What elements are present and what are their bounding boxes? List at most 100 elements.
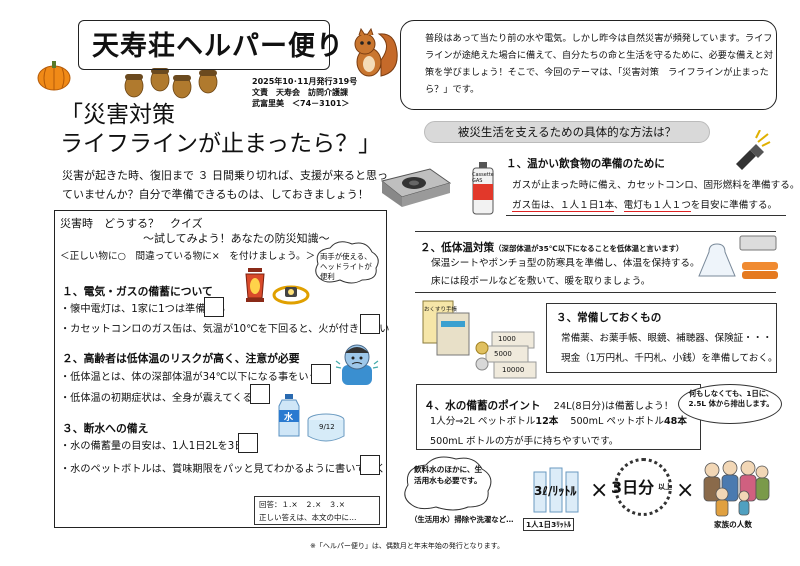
lantern-icon [245, 268, 265, 302]
blanket-icons [739, 235, 778, 279]
answer-checkbox[interactable] [238, 433, 258, 453]
section-3-title: ３、常備しておくもの [556, 312, 662, 324]
gas-can-note: ガス缶は、１人１日1本 [512, 200, 615, 212]
gas-stove-icon [380, 168, 452, 207]
cloud-bubble-text: 飲料水のほかに、生活用水も必要です。 [414, 465, 483, 485]
gas-can-label: Cassette GAS [472, 172, 494, 184]
section-3-text-1: 常備薬、お薬手帳、眼鏡、補聴器、保険証・・・ [561, 333, 773, 344]
squirrel-icon [354, 28, 398, 77]
liter-label: 3ℓ/ﾘｯﾄﾙ [534, 484, 577, 498]
bill-5000: 5000 [494, 350, 512, 358]
issue-line: 2025年10･11月発行319号 [252, 77, 358, 86]
answer-checkbox[interactable] [360, 314, 380, 334]
quiz-item-2-1: ・低体温とは、体の深部体温が34℃以下になる事をいう。 [60, 372, 329, 383]
lead-text: 災害が起きた時、復旧まで ３ 日間乗り切れば、支援が来ると思っていませんか？自分… [62, 169, 388, 201]
title-frame [78, 20, 330, 70]
footnote: ※「ヘルパー便り」は、偶数月と年末年始の発行となります。 [310, 542, 504, 550]
bottle-500-count: 48本 [663, 416, 687, 427]
times-sign-1: × [590, 478, 609, 503]
theme-heading: 「災害対策 ライフラインが止まったら？」 [60, 101, 381, 159]
answers-line: 回答：１.× ２.× ３.× [259, 500, 346, 509]
excretion-bubble-text: 何もしなくても、1日に、2.5L 体から排出します。 [688, 389, 774, 408]
theme-line-2: ライフラインが止まったら？」 [60, 131, 382, 157]
answers-note: 正しい答えは、本文の中に… [259, 513, 357, 522]
quiz-item-1-1: ・懐中電灯は、1家に1つは準備する [60, 304, 226, 315]
acorn-icons [124, 68, 218, 99]
newsletter-title: 天寿荘ヘルパー便り [92, 31, 344, 62]
gas-can-icon [472, 162, 494, 215]
section-4-text-2: 500mL ボトルの方が手に持ちやすいです。 [430, 436, 619, 447]
answer-checkbox[interactable] [360, 455, 380, 475]
bill-10000: 10000 [502, 366, 525, 374]
medicine-notebook-icon [422, 300, 470, 356]
days-main: 3日分 [611, 478, 655, 497]
theme-line-1: 「災害対策 [60, 102, 175, 128]
quiz-instruction: ＜正しい物に○ 間違っている物に× を付けましょう。＞ [60, 251, 316, 262]
bill-1000: 1000 [498, 335, 516, 343]
bottle-date: 9/12 [319, 423, 335, 431]
cold-person-icon [335, 344, 379, 385]
answer-checkbox[interactable] [204, 297, 224, 317]
section-1-title: １、温かい飲食物の準備のために [506, 158, 665, 170]
cloud-bubble [404, 456, 492, 511]
headlamp-icon [272, 285, 310, 305]
section-2-frame [415, 231, 776, 293]
section-2-title-note: （深部体温が35℃以下になることを低体温と言います） [494, 244, 684, 253]
answer-checkbox[interactable] [311, 364, 331, 384]
bottle-500-text: 500mL ペットボトル [570, 416, 664, 427]
section-2-title-row: ２、低体温対策（深部体温が35℃以下になることを低体温と言います） [420, 236, 683, 255]
liter-caption: 1人1日3ﾘｯﾄﾙ [523, 518, 574, 531]
quiz-item-2-2: ・低体温の初期症状は、全身が震えてくる。 [60, 393, 263, 404]
section-2-text-2: 床には段ボールなどを敷いて、暖を取りましょう。 [431, 276, 651, 287]
quiz-bubble-text: 両手が使える、ヘッドライトが便利 [320, 252, 372, 281]
section-1-text-1: ガスが止まった時に備え、カセットコンロ、固形燃料を準備する。 [512, 180, 800, 191]
water-bottle-icon [278, 394, 300, 437]
quiz-section-3-head: ３、断水への備え [62, 422, 149, 435]
bottle-2l-count: 12本 [535, 416, 559, 427]
section-1-frame [506, 172, 786, 216]
publisher-line: 文責 天寿会 訪問介護課 [252, 88, 348, 97]
flashlight-icon [736, 130, 771, 170]
phone-line: 武富里美 ＜74－3101＞ [252, 99, 350, 108]
family-caption: 家族の人数 [714, 520, 752, 529]
section-2-title: ２、低体温対策 [420, 242, 495, 254]
quiz-subtitle: ～試してみよう！あなたの防災知識～ [143, 232, 330, 245]
comma: 、 [614, 200, 624, 211]
section-3-frame [546, 303, 777, 373]
quiz-frame [54, 210, 387, 528]
quiz-item-3-2: ・水のペットボトルは、賞味期限をパッと見てわかるように書いておく [60, 464, 386, 475]
quiz-item-1-2: ・カセットコンロのガス缶は、気温が10℃を下回ると、火が付きにくい [60, 324, 390, 335]
quiz-item-3-1: ・水の備蓄量の目安は、1人1日2Lを3日分 [60, 441, 255, 452]
intro-frame [400, 20, 777, 110]
section-3-text-2: 現金（1万円札、千円札、小銭）を準備しておく。 [561, 353, 778, 364]
quiz-section-2-head: ２、高齢者は低体温のリスクが高く、注意が必要 [62, 352, 300, 365]
excretion-bubble [678, 384, 782, 424]
daily-water-note: （生活用水）掃除や洗濯など… [410, 515, 514, 524]
poncho-icon [698, 243, 736, 277]
methods-heading: 被災生活を支えるための具体的な方法は？ [424, 121, 710, 143]
cash-icon [475, 331, 537, 379]
speech-bubble [315, 241, 379, 284]
quiz-section-1-head: １、電気・ガスの備蓄について [62, 285, 213, 298]
section-4-title-row: ４、水の備蓄のポイント 24L(8日分)は備蓄しよう！ [424, 394, 674, 413]
water-bottles-icon [533, 467, 579, 513]
bottle-label: 水 [284, 413, 294, 423]
section-1-text-2: ガス缶は、１人１日1本、電灯も１人１つを目安に準備する。 [512, 197, 778, 212]
issue-info: 2025年10･11月発行319号 文責 天寿会 訪問介護課 武富里美 ＜74－… [252, 76, 357, 109]
quiz-title: 災害時 どうする？ クイズ [60, 217, 203, 230]
section-4-title: ４、水の備蓄のポイント [424, 400, 541, 412]
times-sign-2: × [676, 478, 695, 503]
answer-checkbox[interactable] [250, 384, 270, 404]
section-2-text-1: 保温シートやポンチョ型の防寒具を準備し、体温を保持する。 [431, 258, 700, 269]
days-sub: 以上 [658, 483, 672, 491]
water-roll-icon [307, 413, 345, 442]
light-note: 電灯も１人１つ [623, 200, 691, 212]
days-circle [614, 458, 672, 516]
answer-key: 回答：１.× ２.× ３.× 正しい答えは、本文の中に… [254, 496, 380, 525]
section-4-text-1: 1人分⇒2L ペットボトル12本 500mL ペットボトル48本 [430, 413, 687, 427]
intro-text: 普段はあって当たり前の水や電気。しかし昨今は自然災害が頻発しています。ライフライ… [425, 33, 773, 95]
pumpkin-icon [37, 61, 71, 91]
notebook-label: おくすり手帳 [424, 307, 458, 313]
bottle-2l-text: 1人分⇒2L ペットボトル [430, 416, 536, 427]
guideline-text: を目安に準備する。 [690, 200, 778, 211]
